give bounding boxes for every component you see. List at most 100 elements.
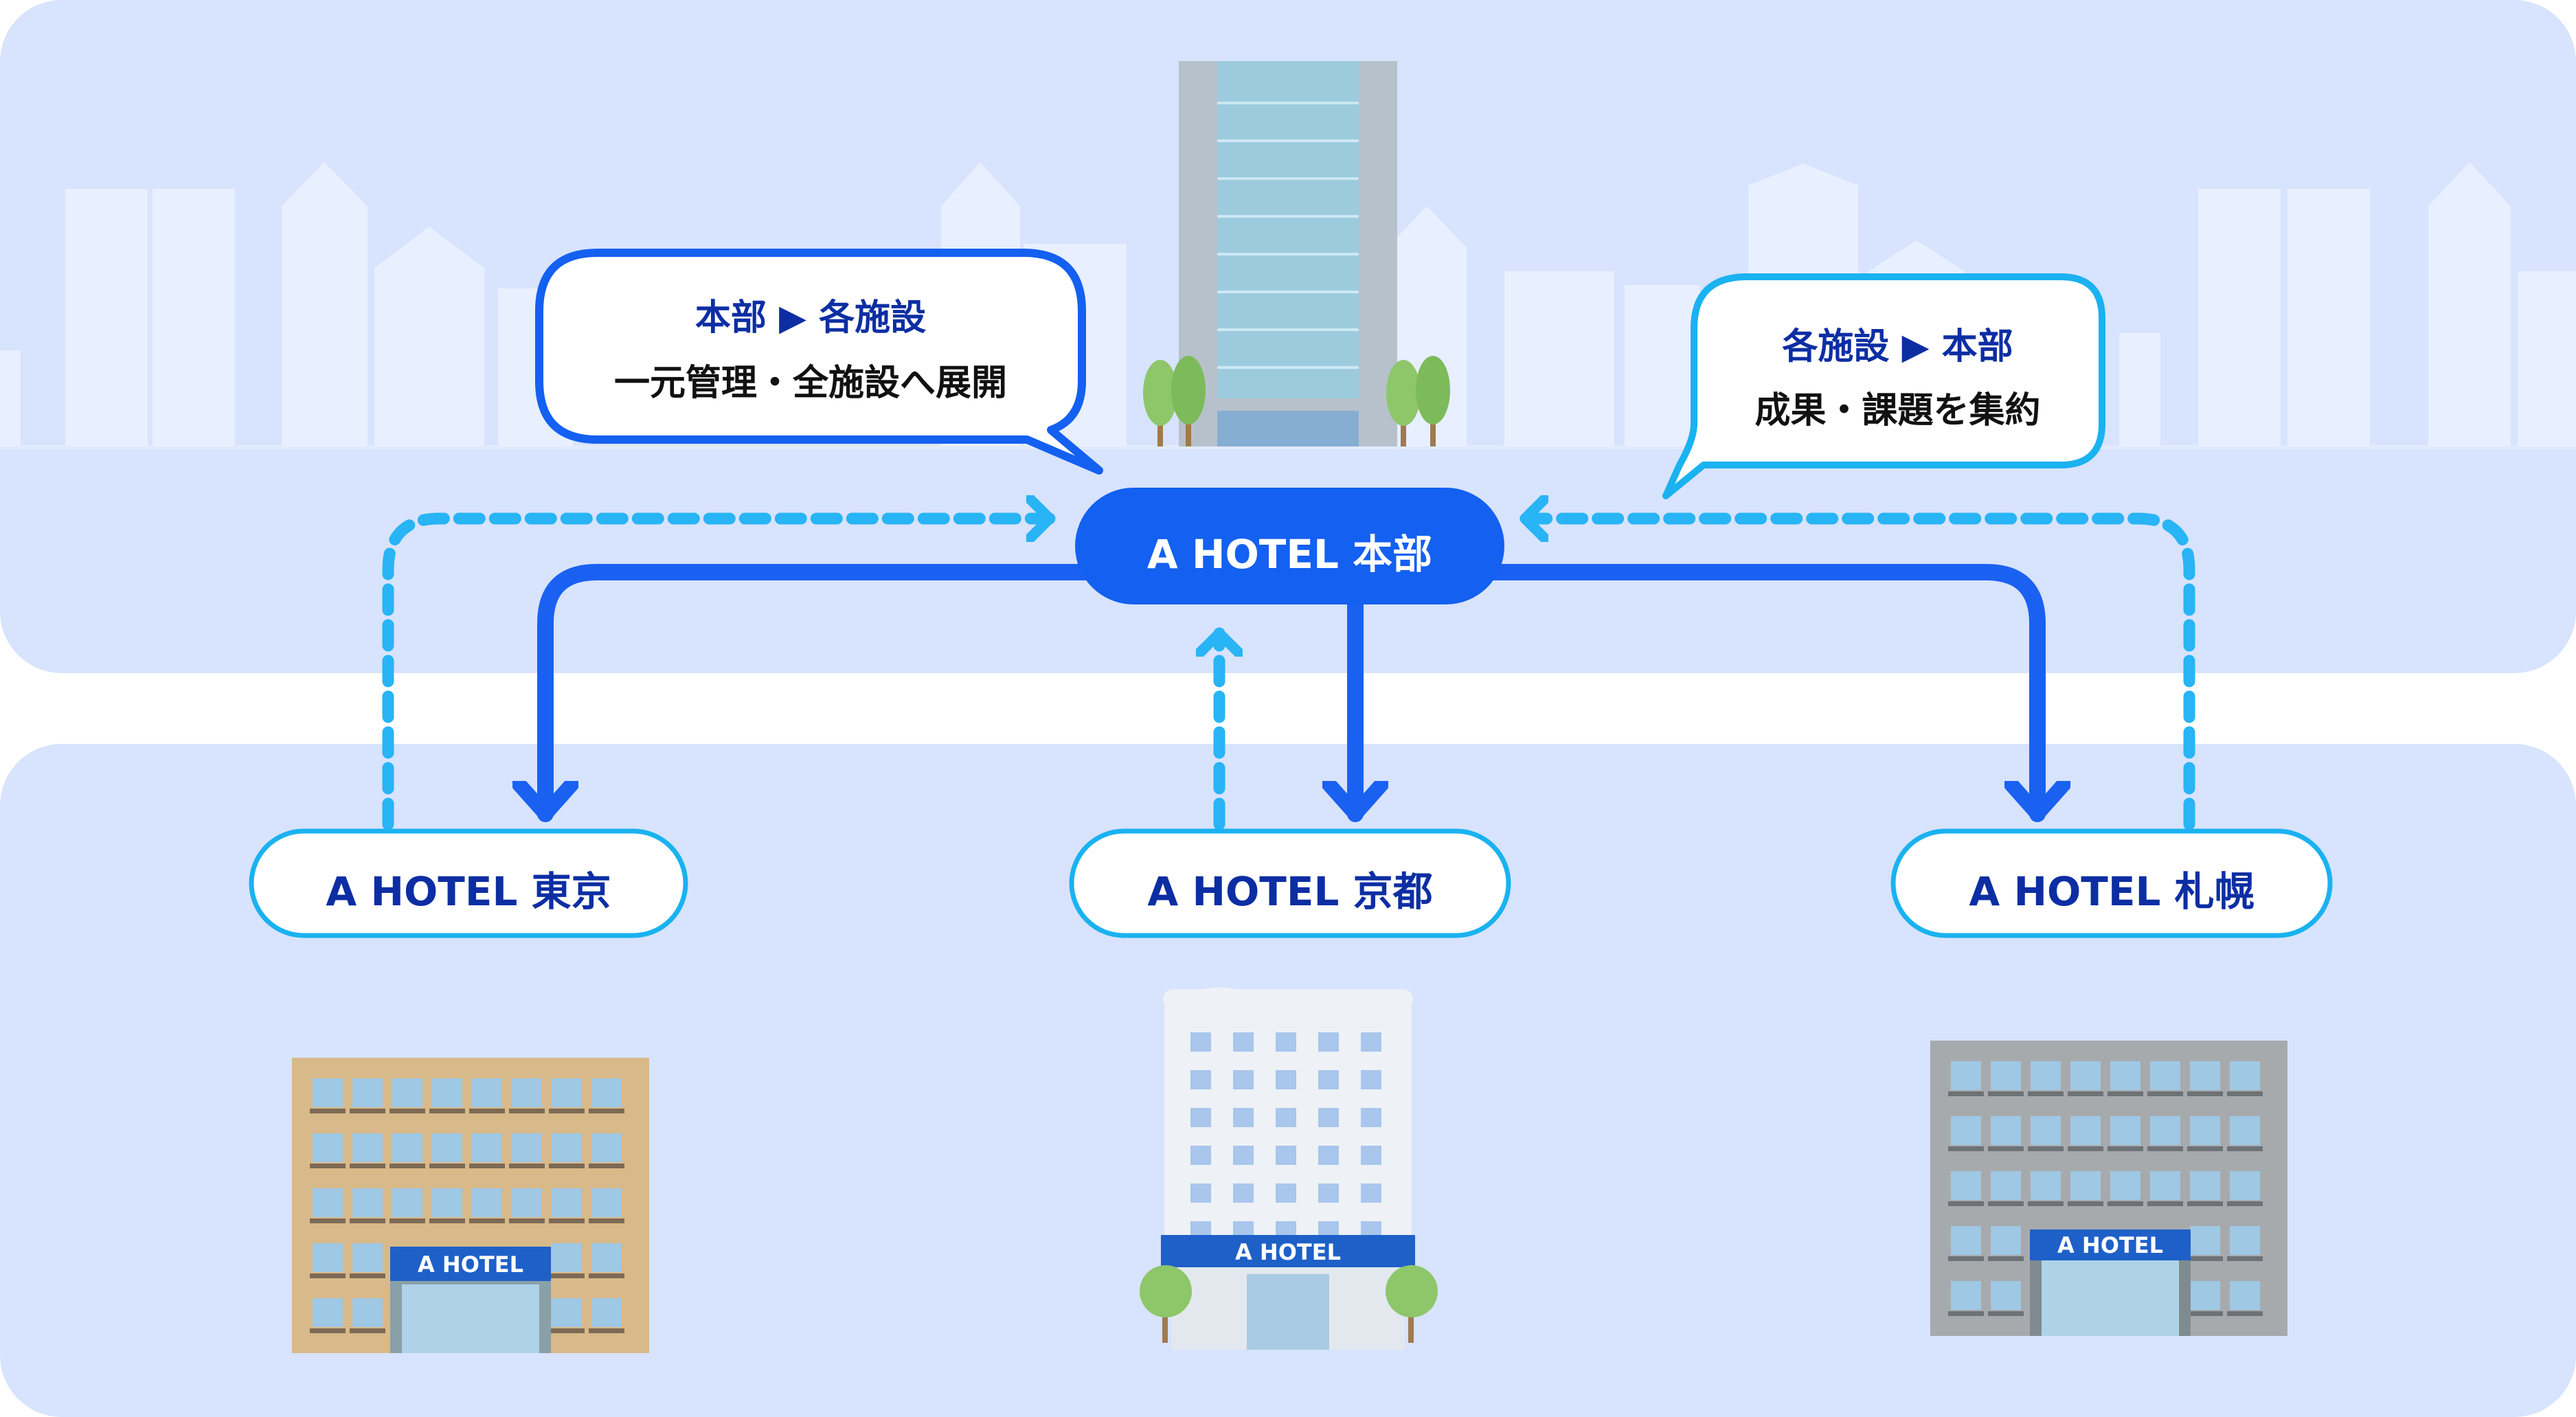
sapporo-building-sign: A HOTEL — [2057, 1232, 2163, 1258]
hq-node-label: A HOTEL 本部 — [1146, 531, 1433, 578]
window-sill — [509, 1164, 545, 1168]
solid-arrows — [545, 564, 2037, 822]
window — [591, 1298, 622, 1327]
window — [2190, 1171, 2220, 1200]
dashed-arrows — [382, 519, 2195, 830]
window — [352, 1078, 383, 1107]
window-sill — [549, 1164, 585, 1168]
window — [512, 1078, 542, 1107]
facility-label-sapporo: A HOTEL 札幌 — [1969, 868, 2255, 915]
window-sill — [2147, 1146, 2183, 1151]
window — [352, 1243, 383, 1272]
window-sill — [2068, 1201, 2103, 1206]
window — [1233, 1032, 1254, 1052]
window — [1361, 1146, 1381, 1165]
kyoto-building-sign: A HOTEL — [1235, 1239, 1341, 1265]
window — [1991, 1061, 2021, 1090]
window-sill — [2108, 1201, 2143, 1206]
facility-label-kyoto: A HOTEL 京都 — [1147, 868, 1433, 915]
window-sill — [1988, 1311, 2024, 1316]
window — [2070, 1116, 2101, 1145]
window — [2150, 1116, 2180, 1145]
window-sill — [350, 1109, 385, 1113]
window — [392, 1188, 422, 1217]
window-sill — [2187, 1146, 2223, 1151]
window-sill — [549, 1109, 585, 1113]
window-sill — [469, 1109, 505, 1113]
solid-arrow-hq-to-sapporo — [1482, 564, 2037, 822]
window — [1190, 1146, 1211, 1165]
window-sill — [1948, 1201, 1984, 1206]
window-sill — [2028, 1091, 2064, 1096]
window-sill — [589, 1328, 624, 1333]
kyoto-trees — [1140, 1265, 1438, 1343]
window-sill — [589, 1273, 624, 1278]
window — [2190, 1281, 2220, 1310]
window-sill — [2147, 1201, 2183, 1206]
window-sill — [310, 1273, 346, 1278]
window — [1233, 1070, 1254, 1089]
window-sill — [350, 1164, 385, 1168]
window — [2230, 1171, 2260, 1200]
window-sill — [350, 1218, 385, 1223]
window — [2190, 1226, 2220, 1255]
window — [512, 1188, 542, 1217]
window — [1318, 1108, 1339, 1127]
window-sill — [1948, 1311, 1984, 1316]
callout-hq-heading: 本部 ▶ 各施設 — [694, 297, 927, 339]
window — [2230, 1226, 2260, 1255]
facility-node-sapporo — [1890, 828, 2333, 938]
facility-node-kyoto — [1069, 828, 1511, 938]
window-sill — [2187, 1201, 2223, 1206]
dashed-arrow-tokyo-to-hq — [382, 519, 1056, 830]
window — [1318, 1146, 1339, 1165]
tokyo-building — [292, 1058, 649, 1353]
window — [313, 1133, 343, 1162]
kyoto-building — [1140, 987, 1438, 1350]
callout-hq-body: 一元管理・全施設へ展開 — [613, 363, 1007, 404]
window-sill — [2068, 1091, 2103, 1096]
window-sill — [310, 1164, 346, 1168]
solid-arrow-hq-to-tokyo — [545, 564, 1094, 822]
hq-tower — [1143, 61, 1450, 446]
window — [1233, 1146, 1254, 1165]
window — [1190, 1032, 1211, 1052]
window — [591, 1078, 622, 1107]
window-sill — [469, 1164, 505, 1168]
callout-facilities-body: 成果・課題を集約 — [1754, 390, 2041, 431]
window — [1991, 1281, 2021, 1310]
window — [1361, 1032, 1381, 1052]
window — [1276, 1108, 1296, 1127]
window — [2031, 1061, 2061, 1090]
window — [2230, 1116, 2260, 1145]
window-sill — [2227, 1091, 2263, 1096]
window-sill — [1948, 1146, 1984, 1151]
window-sill — [1988, 1256, 2024, 1261]
window — [1318, 1070, 1339, 1089]
window — [512, 1133, 542, 1162]
window-sill — [549, 1328, 585, 1333]
window — [2230, 1281, 2260, 1310]
window-sill — [589, 1164, 624, 1168]
window — [1276, 1146, 1296, 1165]
window — [1276, 1032, 1296, 1052]
window — [432, 1078, 462, 1107]
window — [1951, 1281, 1981, 1310]
window-sill — [509, 1109, 545, 1113]
window-sill — [310, 1328, 346, 1333]
window-sill — [549, 1218, 585, 1223]
window — [352, 1298, 383, 1327]
window-sill — [589, 1109, 624, 1113]
window — [432, 1188, 462, 1217]
window-sill — [509, 1218, 545, 1223]
window-sill — [429, 1164, 465, 1168]
window — [1318, 1032, 1339, 1052]
window — [313, 1243, 343, 1272]
window — [2110, 1061, 2140, 1090]
window — [2110, 1171, 2140, 1200]
window — [472, 1188, 502, 1217]
window-sill — [2227, 1311, 2263, 1316]
window-sill — [350, 1273, 385, 1278]
callout-hq-to-facilities — [535, 249, 1103, 475]
